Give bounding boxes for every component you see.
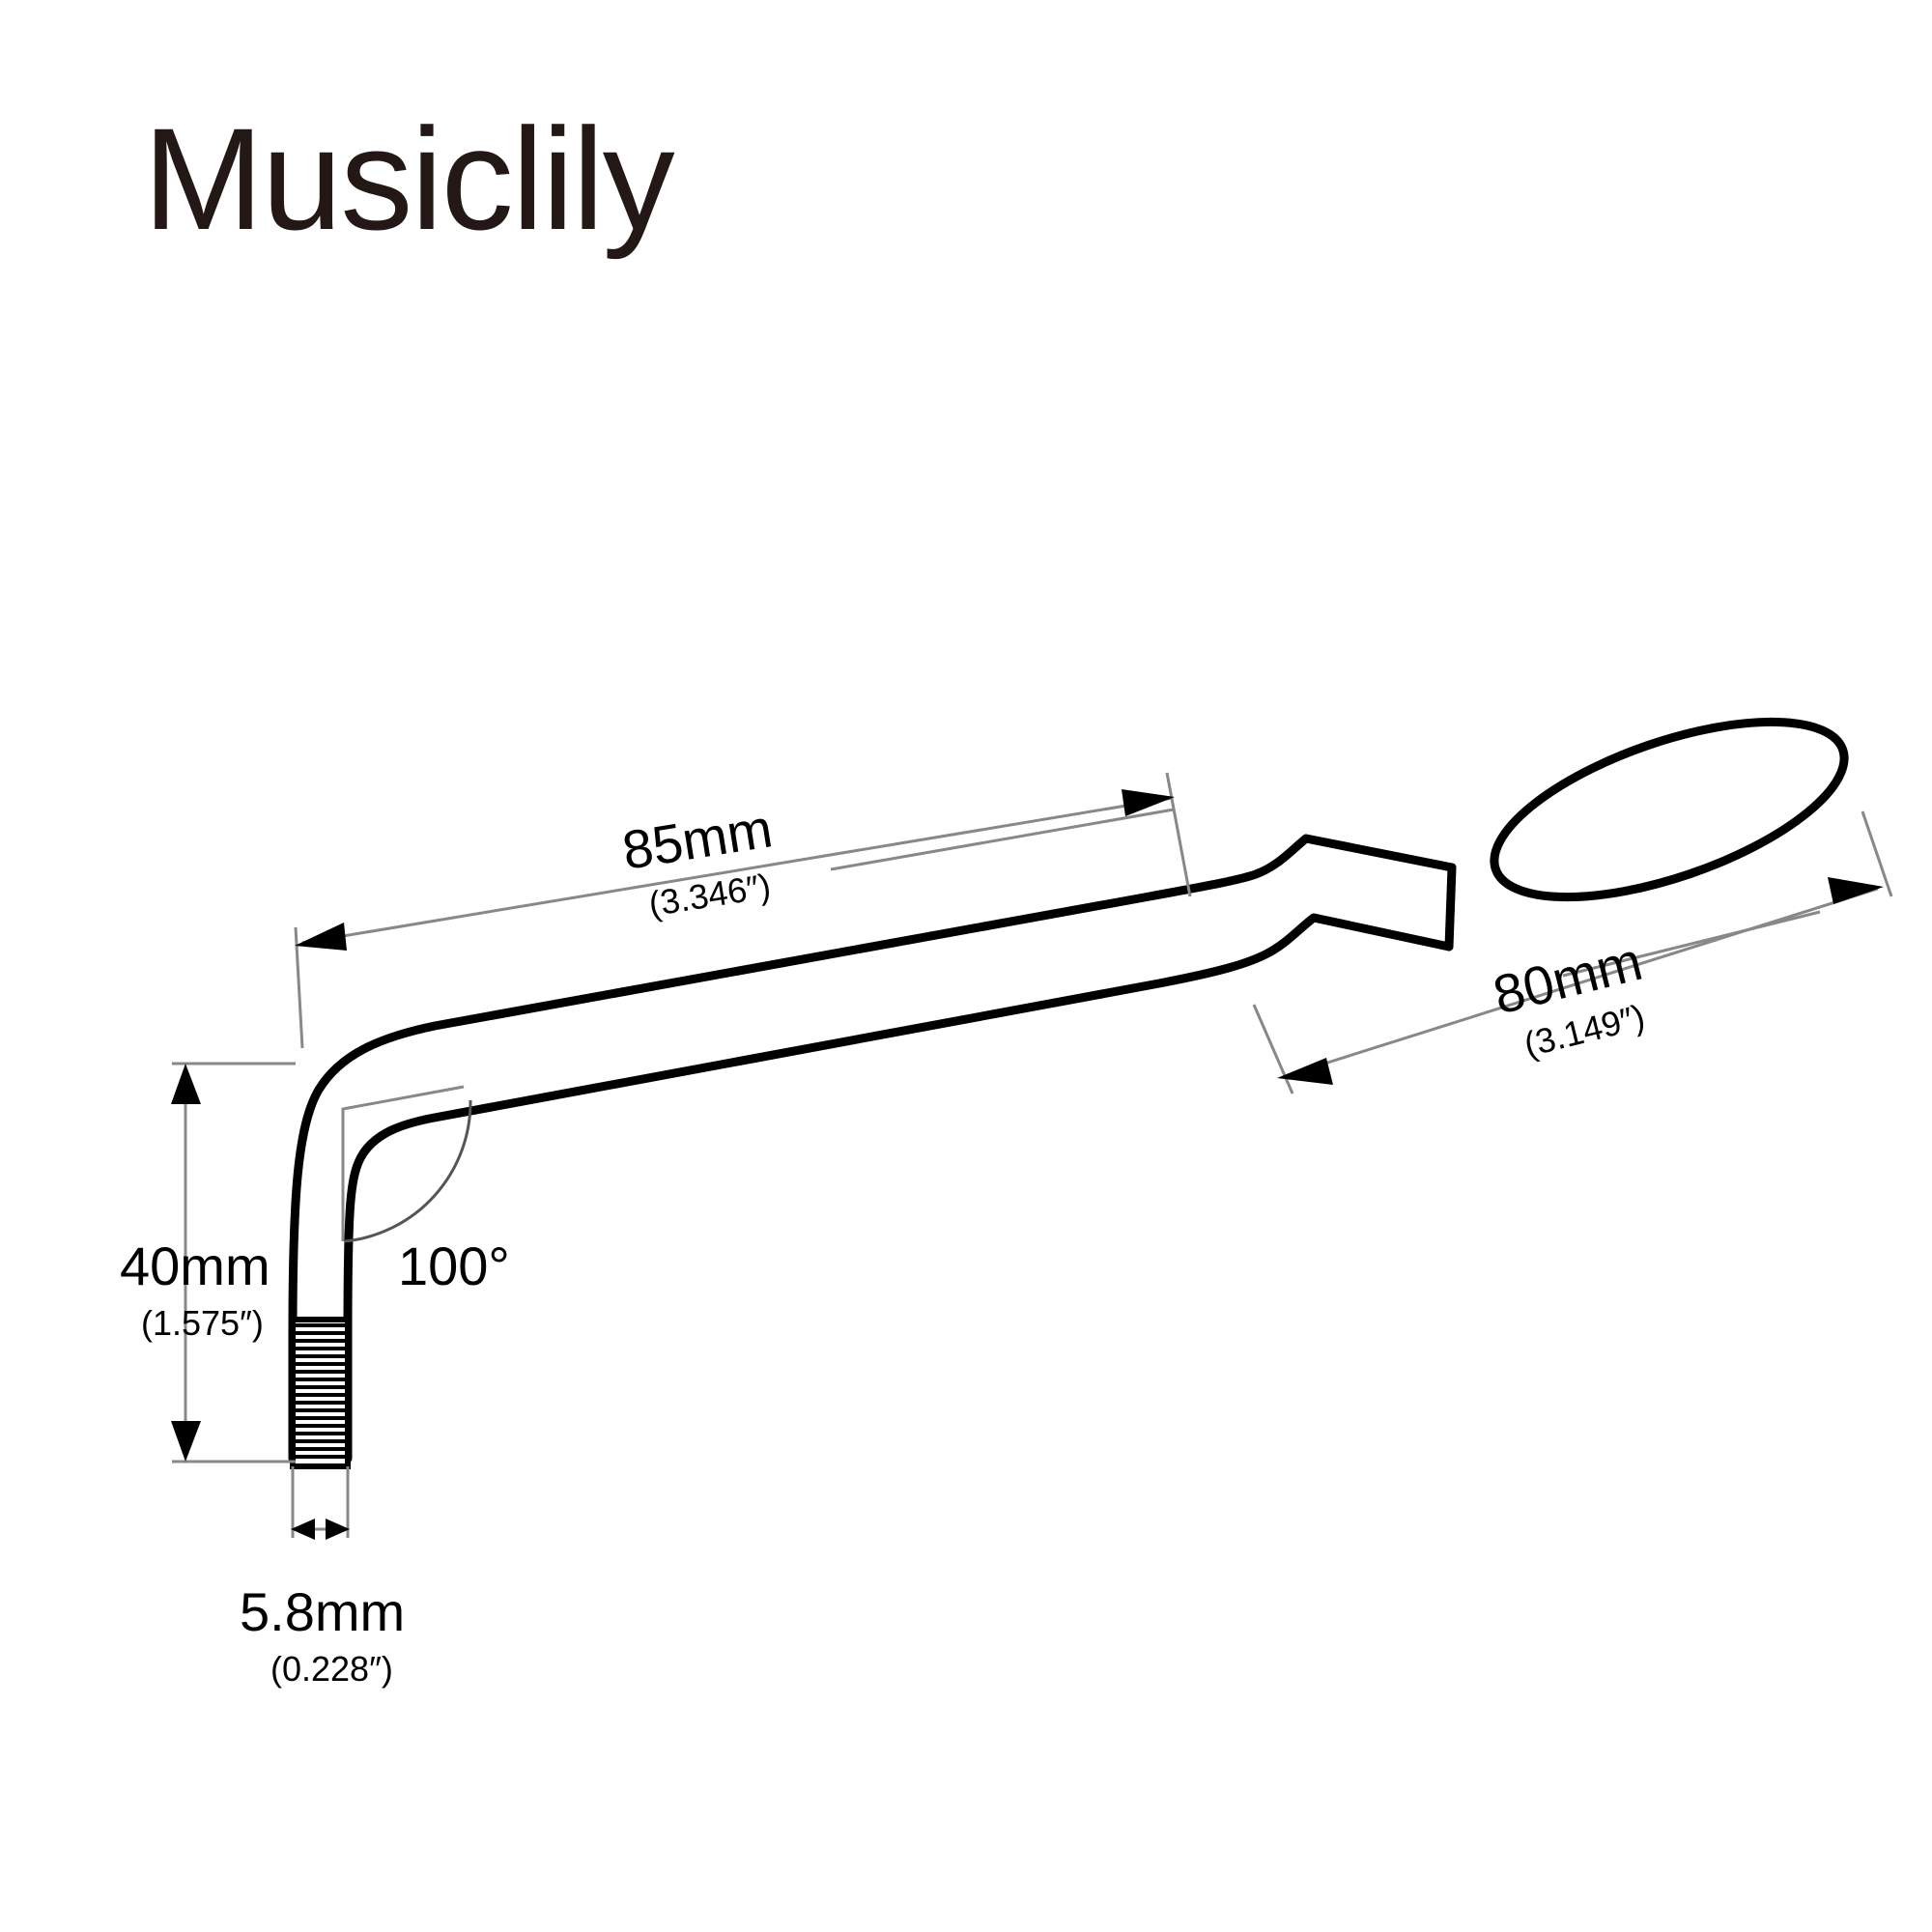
arrow-85-left [295, 923, 347, 951]
arm-lower-contour [343, 913, 1454, 1463]
arrow-80-left [1277, 1058, 1333, 1085]
dimension-80mm: 80mm (3.149″) [1252, 810, 1893, 1094]
threaded-shank [290, 1317, 351, 1469]
arm-upper-contour [288, 834, 1457, 1463]
angle-arc [344, 1099, 472, 1243]
dimension-40mm: 40mm (1.575″) [120, 1062, 296, 1463]
dim-40-main-label: 40mm [120, 1236, 270, 1296]
dim-58-sub-label: (0.228″) [270, 1649, 393, 1689]
ext-line-85-left [294, 926, 304, 1049]
ext-line-85-right [1165, 772, 1192, 897]
angle-construction-lines [341, 1085, 465, 1241]
arm-neck-collar [1444, 863, 1457, 952]
ext-line-80-right [1861, 810, 1893, 897]
dim-58-main-label: 5.8mm [240, 1581, 405, 1642]
arrow-58-right [326, 1519, 350, 1540]
arrow-80-right [1828, 877, 1884, 904]
ext-line-80-left [1252, 1004, 1294, 1094]
brand-logo: Musiclily [143, 98, 675, 260]
dim-line-80 [1284, 887, 1879, 1078]
angle-annotation-100deg: 100° [341, 1085, 510, 1296]
angle-label: 100° [398, 1236, 510, 1296]
arm-tip-knob [1490, 717, 1849, 902]
dimension-5-8mm: 5.8mm (0.228″) [240, 1466, 405, 1689]
dim-line-85 [301, 796, 1174, 945]
arrow-58-left [291, 1519, 315, 1540]
leader-line-80 [1562, 910, 1821, 978]
dim-40-sub-label: (1.575″) [141, 1303, 264, 1343]
thread-lines [293, 1323, 348, 1459]
arrow-40-bottom [171, 1421, 201, 1462]
leader-line-85 [830, 808, 1175, 871]
tremolo-arm-outline [288, 717, 1849, 1463]
arrow-40-top [171, 1064, 201, 1104]
arrow-85-right [1122, 789, 1175, 816]
